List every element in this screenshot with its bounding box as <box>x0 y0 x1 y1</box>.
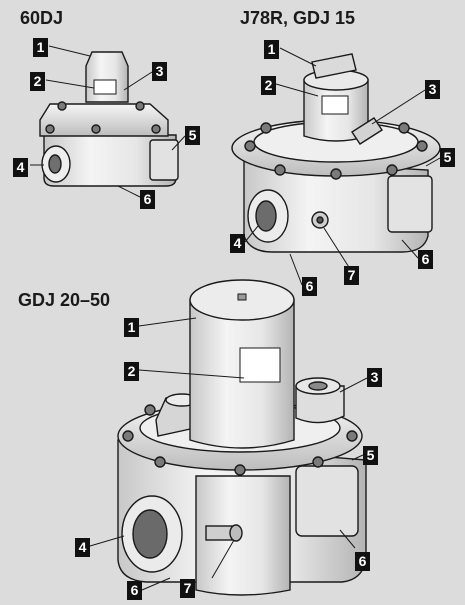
callout-j78r-3: 3 <box>425 80 440 99</box>
regulator-gdj-leaders <box>89 317 368 591</box>
callout-j78r-1: 1 <box>264 40 279 59</box>
callout-j78r-5: 5 <box>440 148 455 167</box>
callout-gdj-4: 4 <box>75 538 90 557</box>
callout-gdj-6b: 6 <box>127 581 142 600</box>
callout-60dj-5: 5 <box>185 126 200 145</box>
regulator-j78r-body <box>243 159 429 253</box>
callout-gdj-5: 5 <box>363 446 378 465</box>
regulator-j78r <box>231 53 441 253</box>
callout-j78r-6b: 6 <box>302 277 317 296</box>
callout-j78r-4: 4 <box>230 234 245 253</box>
callout-j78r-6a: 6 <box>418 250 433 269</box>
callout-60dj-3: 3 <box>152 62 167 81</box>
regulator-j78r-vent <box>351 117 383 145</box>
regulator-60dj-bonnet <box>39 103 169 137</box>
callout-60dj-6: 6 <box>140 190 155 209</box>
callout-j78r-2: 2 <box>261 76 276 95</box>
regulator-gdj-outlet <box>295 465 359 537</box>
regulator-60dj-outlet <box>149 139 179 181</box>
regulator-60dj <box>39 51 179 187</box>
heading-j78r-gdj15: J78R, GDJ 15 <box>240 8 356 28</box>
regulator-gdj-vent <box>295 385 345 424</box>
callout-gdj-6a: 6 <box>355 552 370 571</box>
regulator-j78r-outlet <box>387 175 433 233</box>
heading-60dj: 60DJ <box>20 8 64 28</box>
callout-60dj-4: 4 <box>13 158 28 177</box>
regulator-60dj-leaders <box>30 45 186 198</box>
regulator-j78r-leaders <box>244 47 441 286</box>
heading-gdj-20-50: GDJ 20–50 <box>18 290 111 310</box>
callout-j78r-7: 7 <box>344 266 359 285</box>
callout-60dj-2: 2 <box>30 72 45 91</box>
callout-gdj-2: 2 <box>124 362 139 381</box>
regulator-gdj <box>117 279 367 596</box>
callout-60dj-1: 1 <box>33 38 48 57</box>
callout-gdj-7: 7 <box>180 579 195 598</box>
callout-gdj-1: 1 <box>124 318 139 337</box>
callout-gdj-3: 3 <box>367 368 382 387</box>
regulator-gdj-test-nipple <box>205 524 243 542</box>
